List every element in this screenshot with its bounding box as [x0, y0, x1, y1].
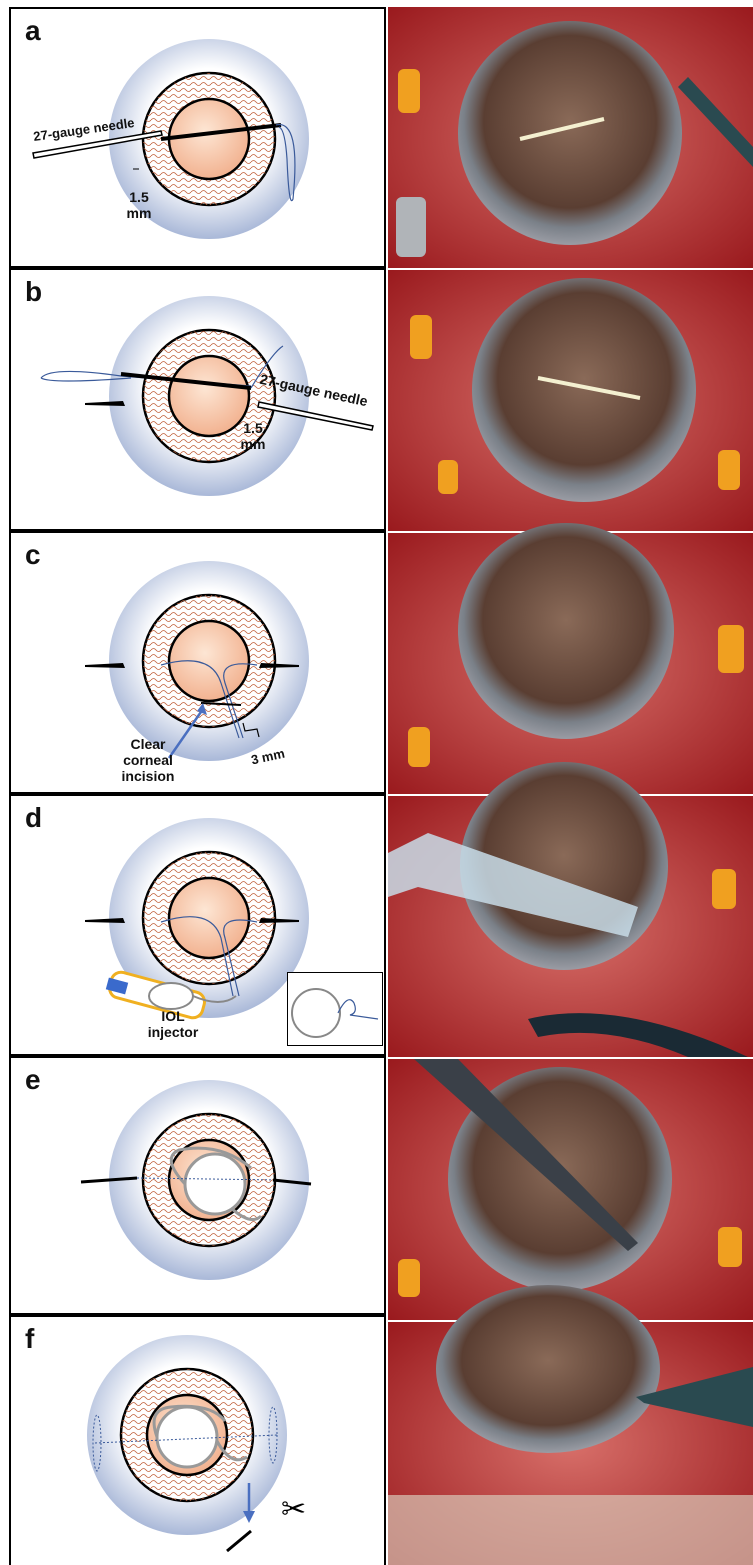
incision-line-3: incision — [113, 768, 183, 784]
photo-f-eye — [436, 1285, 660, 1453]
injector-line-1: IOL — [143, 1008, 203, 1024]
panel-c: c Clear corneal incision 3 mm — [9, 531, 386, 794]
distance-label: 1.5 mm — [233, 420, 273, 452]
photo-d-port — [712, 869, 736, 909]
panel-c-label: c — [25, 539, 41, 571]
panel-d-label: d — [25, 802, 42, 834]
left-needle — [85, 401, 125, 406]
incision-line-2: corneal — [113, 752, 183, 768]
left-needle — [85, 918, 125, 923]
photo-a-port — [398, 69, 420, 113]
needle — [227, 1531, 251, 1551]
panel-b: b 27-gauge needle 1.5 mm — [9, 268, 386, 531]
panel-a-label: a — [25, 15, 41, 47]
panel-f-label: f — [25, 1323, 34, 1355]
surgical-photos — [388, 7, 753, 1565]
distance-unit: mm — [233, 436, 273, 452]
panel-f-diagram: ✂ — [11, 1317, 386, 1565]
photo-b-port-2 — [438, 460, 458, 494]
photo-c-port-2 — [718, 625, 744, 673]
iol-optic — [157, 1407, 217, 1467]
pupil — [169, 878, 249, 958]
haptic-inset-diagram — [288, 973, 382, 1045]
left-needle — [85, 663, 125, 668]
distance-value: 1.5 — [119, 189, 159, 205]
panel-e-diagram — [11, 1058, 386, 1315]
incision-label: Clear corneal incision — [113, 736, 183, 784]
panel-f: ✂ f — [9, 1315, 386, 1565]
photo-c-eye — [458, 523, 674, 739]
photo-c-port — [408, 727, 430, 767]
pupil — [169, 99, 249, 179]
photo-f-drape — [388, 1495, 753, 1565]
arrow-head — [243, 1511, 255, 1523]
distance-unit: mm — [119, 205, 159, 221]
panel-e: e — [9, 1056, 386, 1315]
photo-b-port — [410, 315, 432, 359]
photo-e-port — [398, 1259, 420, 1297]
panel-d: d IOL injector — [9, 794, 386, 1056]
photo-b-eye — [472, 278, 696, 502]
panel-e-label: e — [25, 1064, 41, 1096]
distance-value: 1.5 — [233, 420, 273, 436]
panel-c-diagram — [11, 533, 386, 794]
incision-line-1: Clear — [113, 736, 183, 752]
panel-b-label: b — [25, 276, 42, 308]
distance-label: 1.5 mm — [119, 189, 159, 221]
iol-lens — [149, 983, 193, 1009]
photo-a-eye — [458, 21, 682, 245]
injector-line-2: injector — [143, 1024, 203, 1040]
photo-b-port-3 — [718, 450, 740, 490]
photo-e-port-2 — [718, 1227, 742, 1267]
panel-a: a 27-gauge needle 1.5 mm — [9, 7, 386, 268]
photo-a-instrument — [396, 197, 426, 257]
scissors-icon: ✂ — [281, 1493, 306, 1526]
iol-lens — [292, 989, 340, 1037]
haptic-knot — [338, 1000, 378, 1019]
haptic-inset — [287, 972, 383, 1046]
injector-label: IOL injector — [143, 1008, 203, 1040]
photo-column — [388, 7, 753, 1565]
iol-optic — [185, 1154, 245, 1214]
